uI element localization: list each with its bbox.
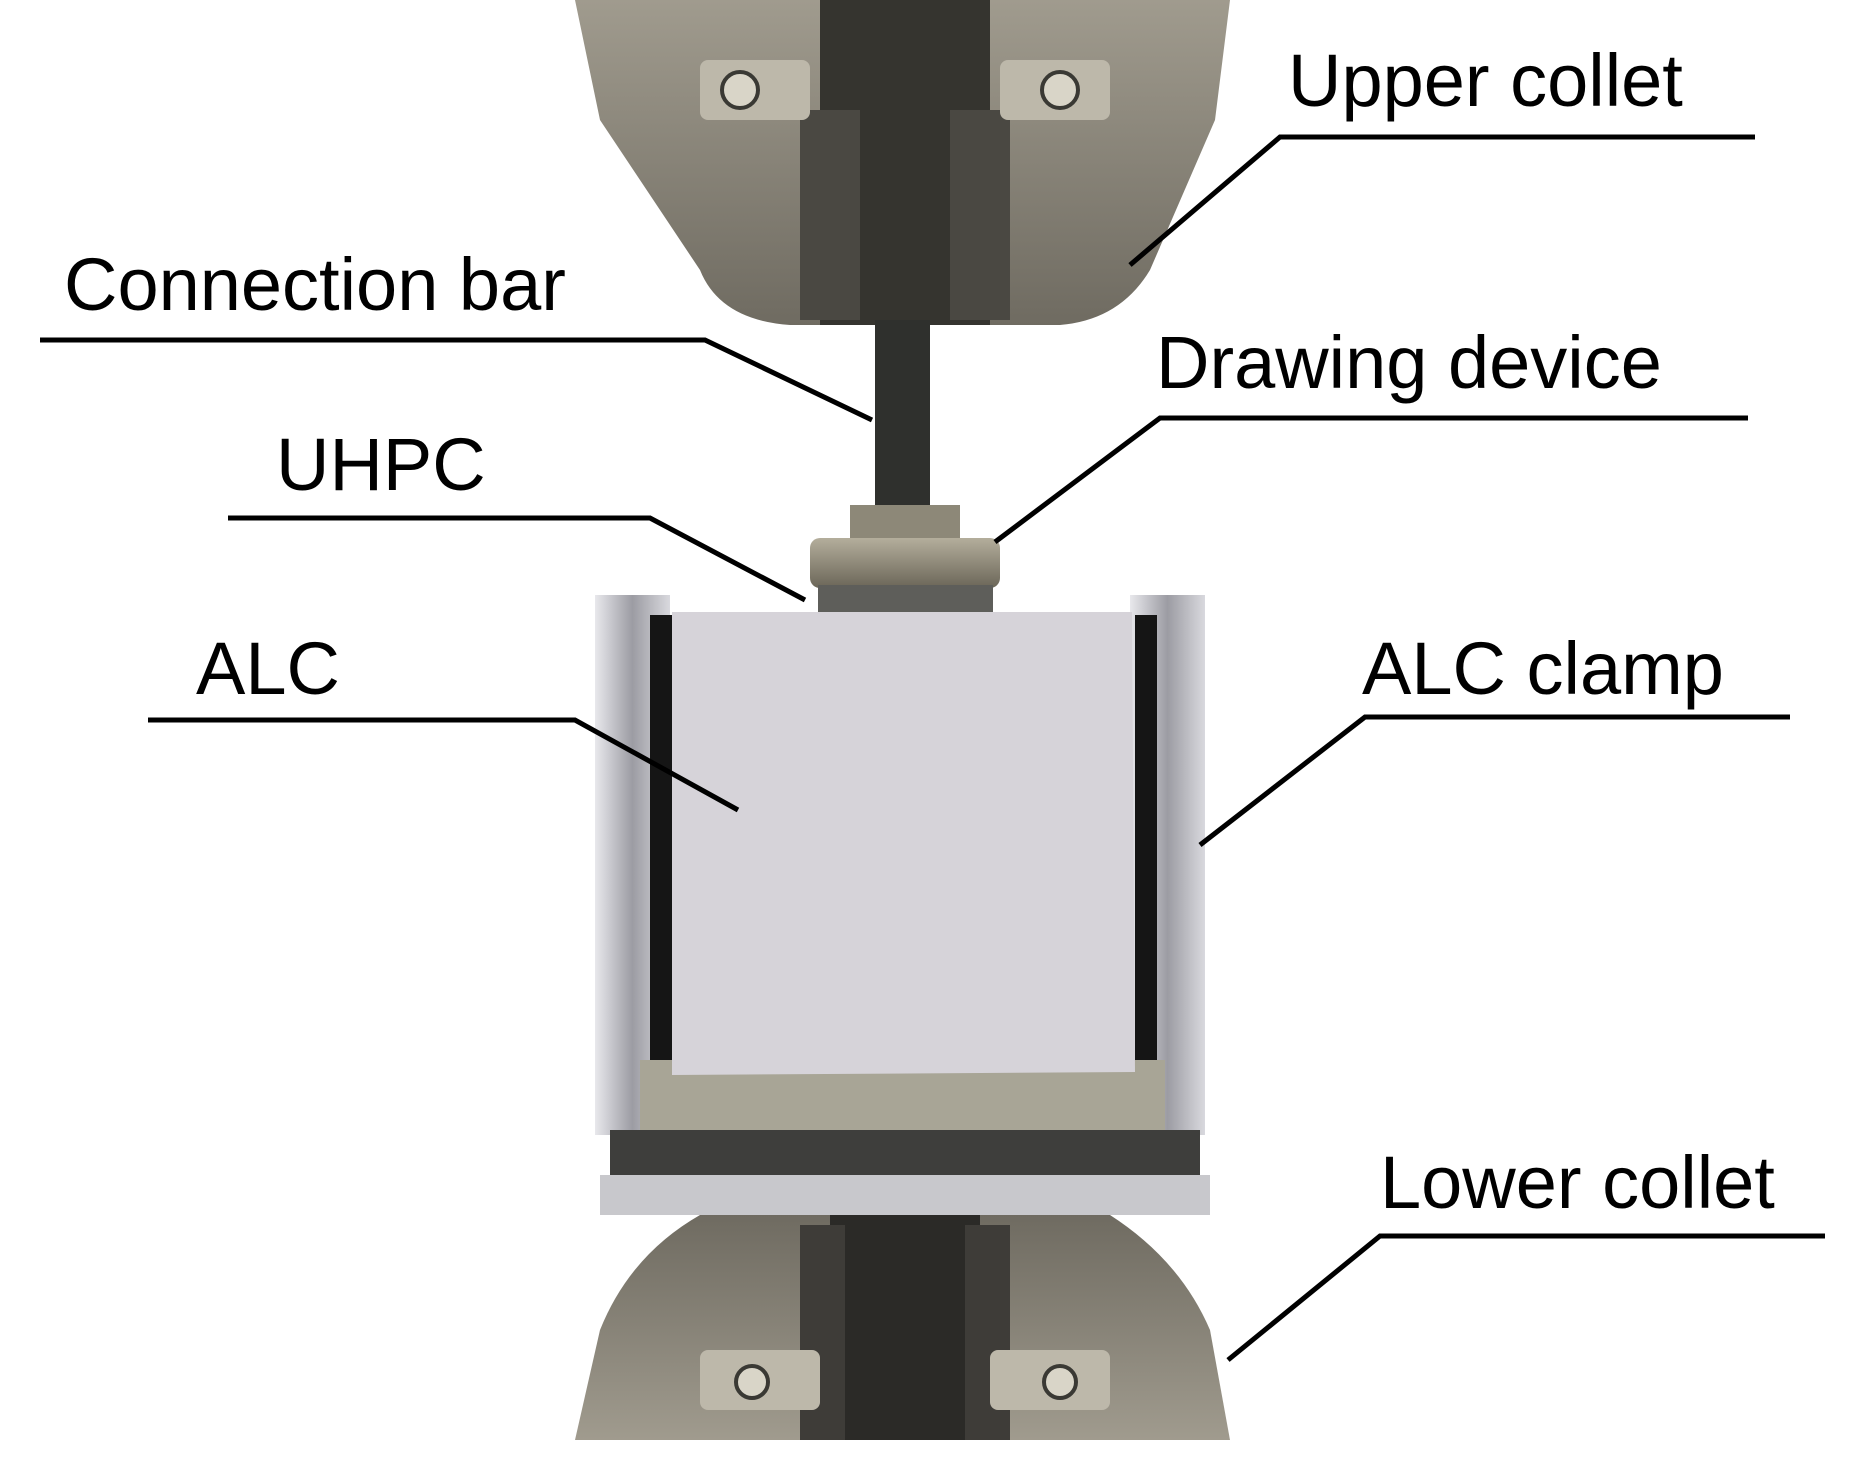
label-connection-bar: Connection bar <box>64 243 566 326</box>
upper-collet <box>575 0 1230 325</box>
label-lower-collet: Lower collet <box>1380 1141 1775 1224</box>
lower-collet <box>575 1215 1230 1440</box>
label-alc-clamp: ALC clamp <box>1362 627 1724 710</box>
alc-specimen <box>672 612 1135 1075</box>
leader-lower-collet <box>1226 1233 1825 1362</box>
connection-bar <box>875 320 930 530</box>
leader-connection-bar <box>40 337 874 423</box>
alc-clamp <box>595 595 1210 1215</box>
leader-uhpc <box>228 515 807 603</box>
label-uhpc: UHPC <box>276 423 486 506</box>
label-alc: ALC <box>196 627 340 710</box>
drawing-device <box>810 505 1000 615</box>
label-drawing-device: Drawing device <box>1156 321 1662 404</box>
leader-lines <box>40 134 1825 1362</box>
label-upper-collet: Upper collet <box>1288 39 1683 122</box>
leader-upper-collet <box>1128 134 1755 267</box>
leader-drawing-device <box>993 415 1748 544</box>
leader-alc <box>148 717 740 813</box>
leader-alc-clamp <box>1198 714 1790 847</box>
